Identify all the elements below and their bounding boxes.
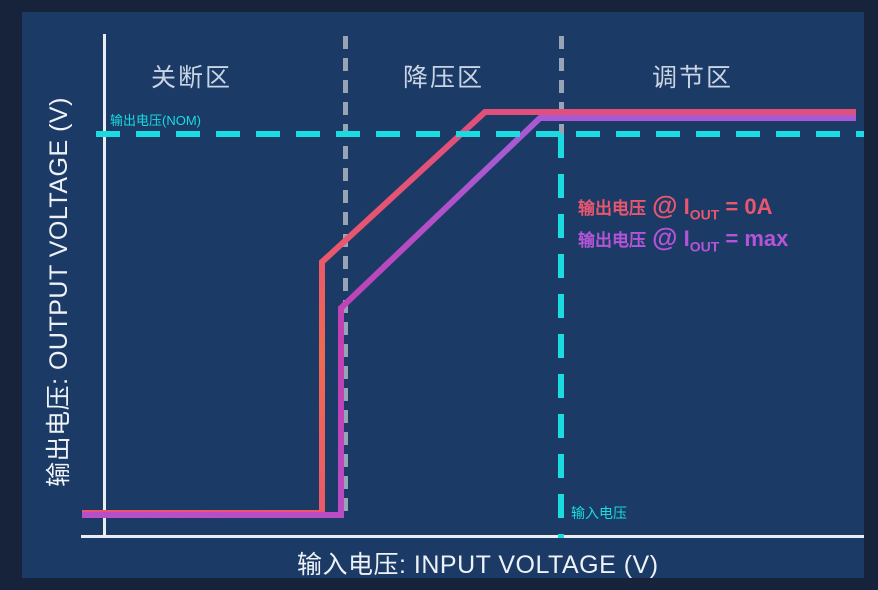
y-axis-line bbox=[103, 34, 106, 537]
legend-subscript-maxload: OUT bbox=[689, 238, 720, 255]
legend-subscript-noload: OUT bbox=[689, 206, 720, 223]
region-divider-shutdown-dropout bbox=[343, 36, 348, 516]
curve-output-noload bbox=[82, 109, 856, 516]
y-axis-title: 输出电压: OUTPUT VOLTAGE (V) bbox=[45, 97, 73, 487]
legend-at-icon-maxload: @ bbox=[652, 222, 678, 252]
legend-value-maxload: = max bbox=[719, 226, 789, 251]
input-voltage-dashed-line bbox=[558, 134, 564, 538]
x-axis-line bbox=[81, 535, 864, 538]
chart-panel: 关断区 降压区 调节区 输出电压(NOM) 输入电压 输出电压 @ IOUT =… bbox=[22, 12, 864, 578]
input-voltage-label: 输入电压 bbox=[571, 505, 627, 521]
legend-at-icon-noload: @ bbox=[652, 190, 678, 220]
region-label-regulation: 调节区 bbox=[652, 64, 734, 92]
legend-label-cn-noload: 输出电压 bbox=[578, 199, 646, 218]
region-label-shutdown: 关断区 bbox=[151, 64, 233, 92]
curve-layer bbox=[82, 109, 856, 518]
curve-output-maxload bbox=[82, 115, 856, 518]
legend-symbol-maxload: I bbox=[683, 226, 690, 251]
legend-symbol-noload: I bbox=[683, 194, 690, 219]
legend-entry-maxload: 输出电压 @ IOUT = max bbox=[578, 222, 788, 254]
nominal-output-dashed-line bbox=[96, 131, 864, 137]
legend-value-noload: = 0A bbox=[719, 194, 773, 219]
region-divider-dropout-regulation bbox=[559, 36, 564, 137]
nominal-output-label: 输出电压(NOM) bbox=[110, 113, 201, 128]
legend-entry-noload: 输出电压 @ IOUT = 0A bbox=[578, 190, 773, 222]
region-label-dropout: 降压区 bbox=[403, 64, 485, 92]
x-axis-title: 输入电压: INPUT VOLTAGE (V) bbox=[297, 551, 659, 578]
legend-label-cn-maxload: 输出电压 bbox=[578, 231, 646, 250]
